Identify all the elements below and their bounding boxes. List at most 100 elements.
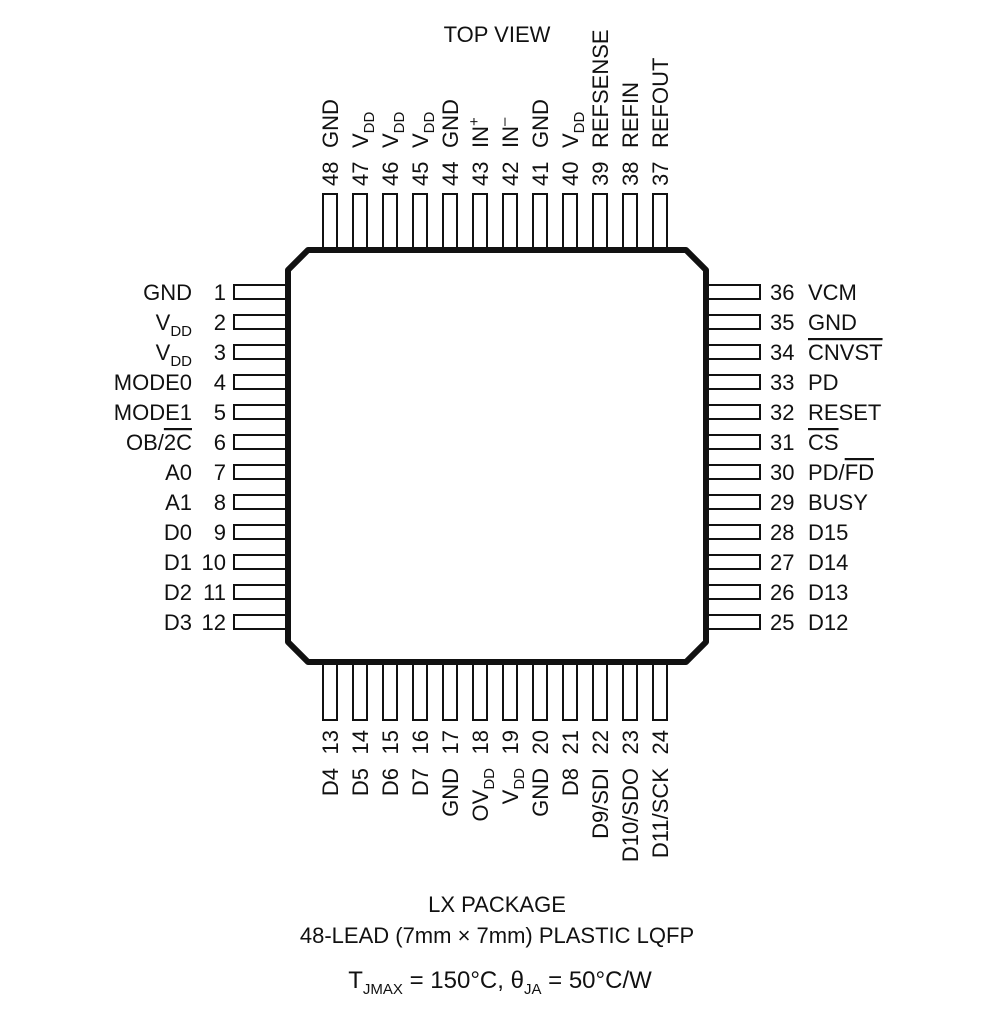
pin-sup-top-6: – bbox=[496, 117, 513, 126]
pin-sub-left-1: DD bbox=[170, 323, 192, 340]
pin-number-26: 26 bbox=[770, 580, 794, 605]
pin-name-bottom-7: GND bbox=[528, 768, 553, 817]
pin-lead-37 bbox=[652, 193, 668, 251]
pin-name-bottom-6: V bbox=[498, 789, 523, 804]
pin-label-31: CS bbox=[808, 430, 839, 455]
pin-label-41: GND bbox=[528, 99, 553, 148]
pin-name-bottom-9: D9/SDI bbox=[588, 768, 613, 839]
pin-name-left-9: D1 bbox=[164, 550, 192, 575]
pin-number-5: 5 bbox=[214, 400, 226, 425]
pin-number-1: 1 bbox=[214, 280, 226, 305]
pin-name-top-8: V bbox=[558, 133, 583, 148]
pin-name-top-9: REFSENSE bbox=[588, 29, 613, 148]
pin-name-left-10: D2 bbox=[164, 580, 192, 605]
pin-label-34: CNVST bbox=[808, 340, 883, 365]
pin-name-right-0: VCM bbox=[808, 280, 857, 305]
pin-number-10: 10 bbox=[202, 550, 226, 575]
pin-lead-12 bbox=[233, 614, 289, 630]
pin-label-48: GND bbox=[318, 99, 343, 148]
pin-lead-43 bbox=[472, 193, 488, 251]
pin-lead-32 bbox=[705, 404, 761, 420]
pin-sub-top-8: DD bbox=[571, 111, 588, 133]
pin-bar-right-5: CS bbox=[808, 430, 839, 455]
pin-label-37: REFOUT bbox=[648, 58, 673, 148]
thermal-spec: TJMAX = 150°C, θJA = 50°C/W bbox=[348, 967, 652, 998]
pin-label-46: VDD bbox=[378, 111, 408, 148]
pin-name-right-3: PD bbox=[808, 370, 839, 395]
chip-body bbox=[285, 247, 709, 665]
pin-lead-45 bbox=[412, 193, 428, 251]
pin-lead-30 bbox=[705, 464, 761, 480]
pin-sub-bottom-5: DD bbox=[481, 768, 498, 790]
pin-label-18: OVDD bbox=[468, 768, 498, 822]
pin-label-19: VDD bbox=[498, 768, 528, 805]
pin-label-39: REFSENSE bbox=[588, 29, 613, 148]
pin-number-37: 37 bbox=[648, 162, 673, 186]
pin-number-20: 20 bbox=[528, 730, 553, 754]
pin-label-24: D11/SCK bbox=[648, 768, 673, 858]
pin-lead-7 bbox=[233, 464, 289, 480]
pin-name-right-1: GND bbox=[808, 310, 857, 335]
pin-number-11: 11 bbox=[203, 580, 226, 605]
pin-label-47: VDD bbox=[348, 111, 378, 148]
pin-name-left-5: OB/ bbox=[126, 430, 165, 455]
tj-symbol: T bbox=[348, 967, 363, 994]
pin-name-left-8: D0 bbox=[164, 520, 192, 545]
pin-number-42: 42 bbox=[498, 162, 523, 186]
pin-lead-14 bbox=[352, 661, 368, 721]
pin-name-bottom-3: D7 bbox=[408, 768, 433, 796]
pin-name-left-0: GND bbox=[143, 280, 192, 305]
pin-name-top-1: V bbox=[348, 133, 373, 148]
pin-lead-31 bbox=[705, 434, 761, 450]
theta-symbol: θ bbox=[511, 967, 524, 994]
pin-number-48: 48 bbox=[318, 162, 343, 186]
pin-lead-34 bbox=[705, 344, 761, 360]
pin-number-17: 17 bbox=[438, 730, 463, 754]
pin-label-16: D7 bbox=[408, 768, 433, 796]
pin-lead-44 bbox=[442, 193, 458, 251]
pin-lead-27 bbox=[705, 554, 761, 570]
pin-label-6: OB/2C bbox=[126, 430, 192, 455]
pin-lead-25 bbox=[705, 614, 761, 630]
pin-sub-left-2: DD bbox=[170, 353, 192, 370]
pin-lead-38 bbox=[622, 193, 638, 251]
pin-lead-1 bbox=[233, 284, 289, 300]
pin-label-30: PD/FD bbox=[808, 460, 874, 485]
pin-name-bottom-5: OV bbox=[468, 789, 493, 821]
pin-number-15: 15 bbox=[378, 730, 403, 754]
pin-label-44: GND bbox=[438, 99, 463, 148]
pin-number-33: 33 bbox=[770, 370, 794, 395]
pin-lead-8 bbox=[233, 494, 289, 510]
theta-value: = 50°C/W bbox=[541, 967, 652, 994]
pin-label-13: D4 bbox=[318, 768, 343, 796]
pin-label-2: VDD bbox=[156, 310, 193, 340]
pin-lead-36 bbox=[705, 284, 761, 300]
pin-label-15: D6 bbox=[378, 768, 403, 796]
pin-lead-26 bbox=[705, 584, 761, 600]
pin-number-13: 13 bbox=[318, 730, 343, 754]
pin-lead-10 bbox=[233, 554, 289, 570]
pin-label-23: D10/SDO bbox=[618, 768, 643, 862]
pin-number-38: 38 bbox=[618, 162, 643, 186]
pin-label-8: A1 bbox=[165, 490, 192, 515]
theta-subscript: JA bbox=[524, 981, 542, 998]
pin-lead-4 bbox=[233, 374, 289, 390]
pin-lead-46 bbox=[382, 193, 398, 251]
pin-number-18: 18 bbox=[468, 730, 493, 754]
pin-number-22: 22 bbox=[588, 730, 613, 754]
pin-number-40: 40 bbox=[558, 162, 583, 186]
pin-lead-33 bbox=[705, 374, 761, 390]
pin-bar-right-6: FD bbox=[845, 460, 874, 485]
pin-lead-16 bbox=[412, 661, 428, 721]
pin-name-right-8: D15 bbox=[808, 520, 848, 545]
pin-number-43: 43 bbox=[468, 162, 493, 186]
pin-number-4: 4 bbox=[214, 370, 226, 395]
pin-lead-28 bbox=[705, 524, 761, 540]
pin-label-40: VDD bbox=[558, 111, 588, 148]
pin-name-right-11: D12 bbox=[808, 610, 848, 635]
pin-number-8: 8 bbox=[214, 490, 226, 515]
pin-number-24: 24 bbox=[648, 730, 673, 754]
pin-label-45: VDD bbox=[408, 111, 438, 148]
